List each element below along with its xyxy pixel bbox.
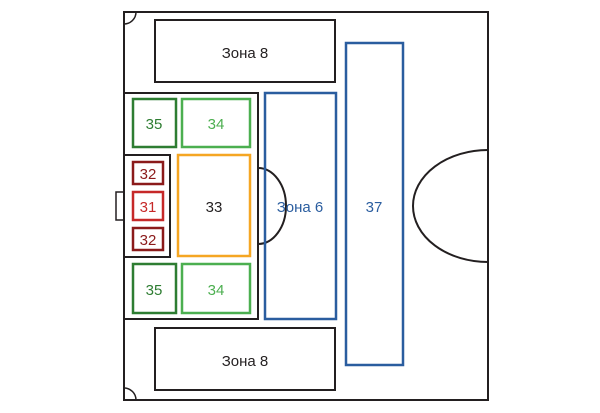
- zone32-top-box: [131, 160, 165, 186]
- zone34-top-box: [180, 97, 252, 149]
- goal-area: [123, 154, 171, 258]
- zone6-label: Зона 6: [277, 199, 324, 216]
- zone33-box: [176, 153, 252, 258]
- zone35-bottom-box: [131, 262, 178, 315]
- zone35-top-box: [131, 97, 178, 149]
- zone8-top-box: [154, 19, 336, 83]
- zone35-top-label: 35: [146, 116, 163, 133]
- zone34-bottom-label: 34: [208, 282, 225, 299]
- zone34-top-label: 34: [208, 116, 225, 133]
- zone31-label: 31: [140, 199, 157, 216]
- goal: [115, 191, 125, 221]
- zone35-bottom-label: 35: [146, 282, 163, 299]
- zone32-bottom-label: 32: [140, 232, 157, 249]
- zone31-box: [131, 190, 165, 222]
- zone8-bottom-label: Зона 8: [222, 353, 269, 370]
- corner-arc-bottom-left: [123, 387, 137, 401]
- zone6-box: [263, 91, 338, 321]
- zone37-box: [344, 41, 405, 367]
- zone32-bottom-box: [131, 226, 165, 252]
- zone34-bottom-box: [180, 262, 252, 315]
- zone33-label: 33: [206, 199, 223, 216]
- zone8-bottom-box: [154, 327, 336, 391]
- corner-arc-top-left: [123, 11, 137, 25]
- penalty-arc: [257, 167, 287, 245]
- zone32-top-label: 32: [140, 166, 157, 183]
- zone37-label: 37: [366, 199, 383, 216]
- center-circle-arc: [412, 149, 489, 263]
- zone8-top-label: Зона 8: [222, 45, 269, 62]
